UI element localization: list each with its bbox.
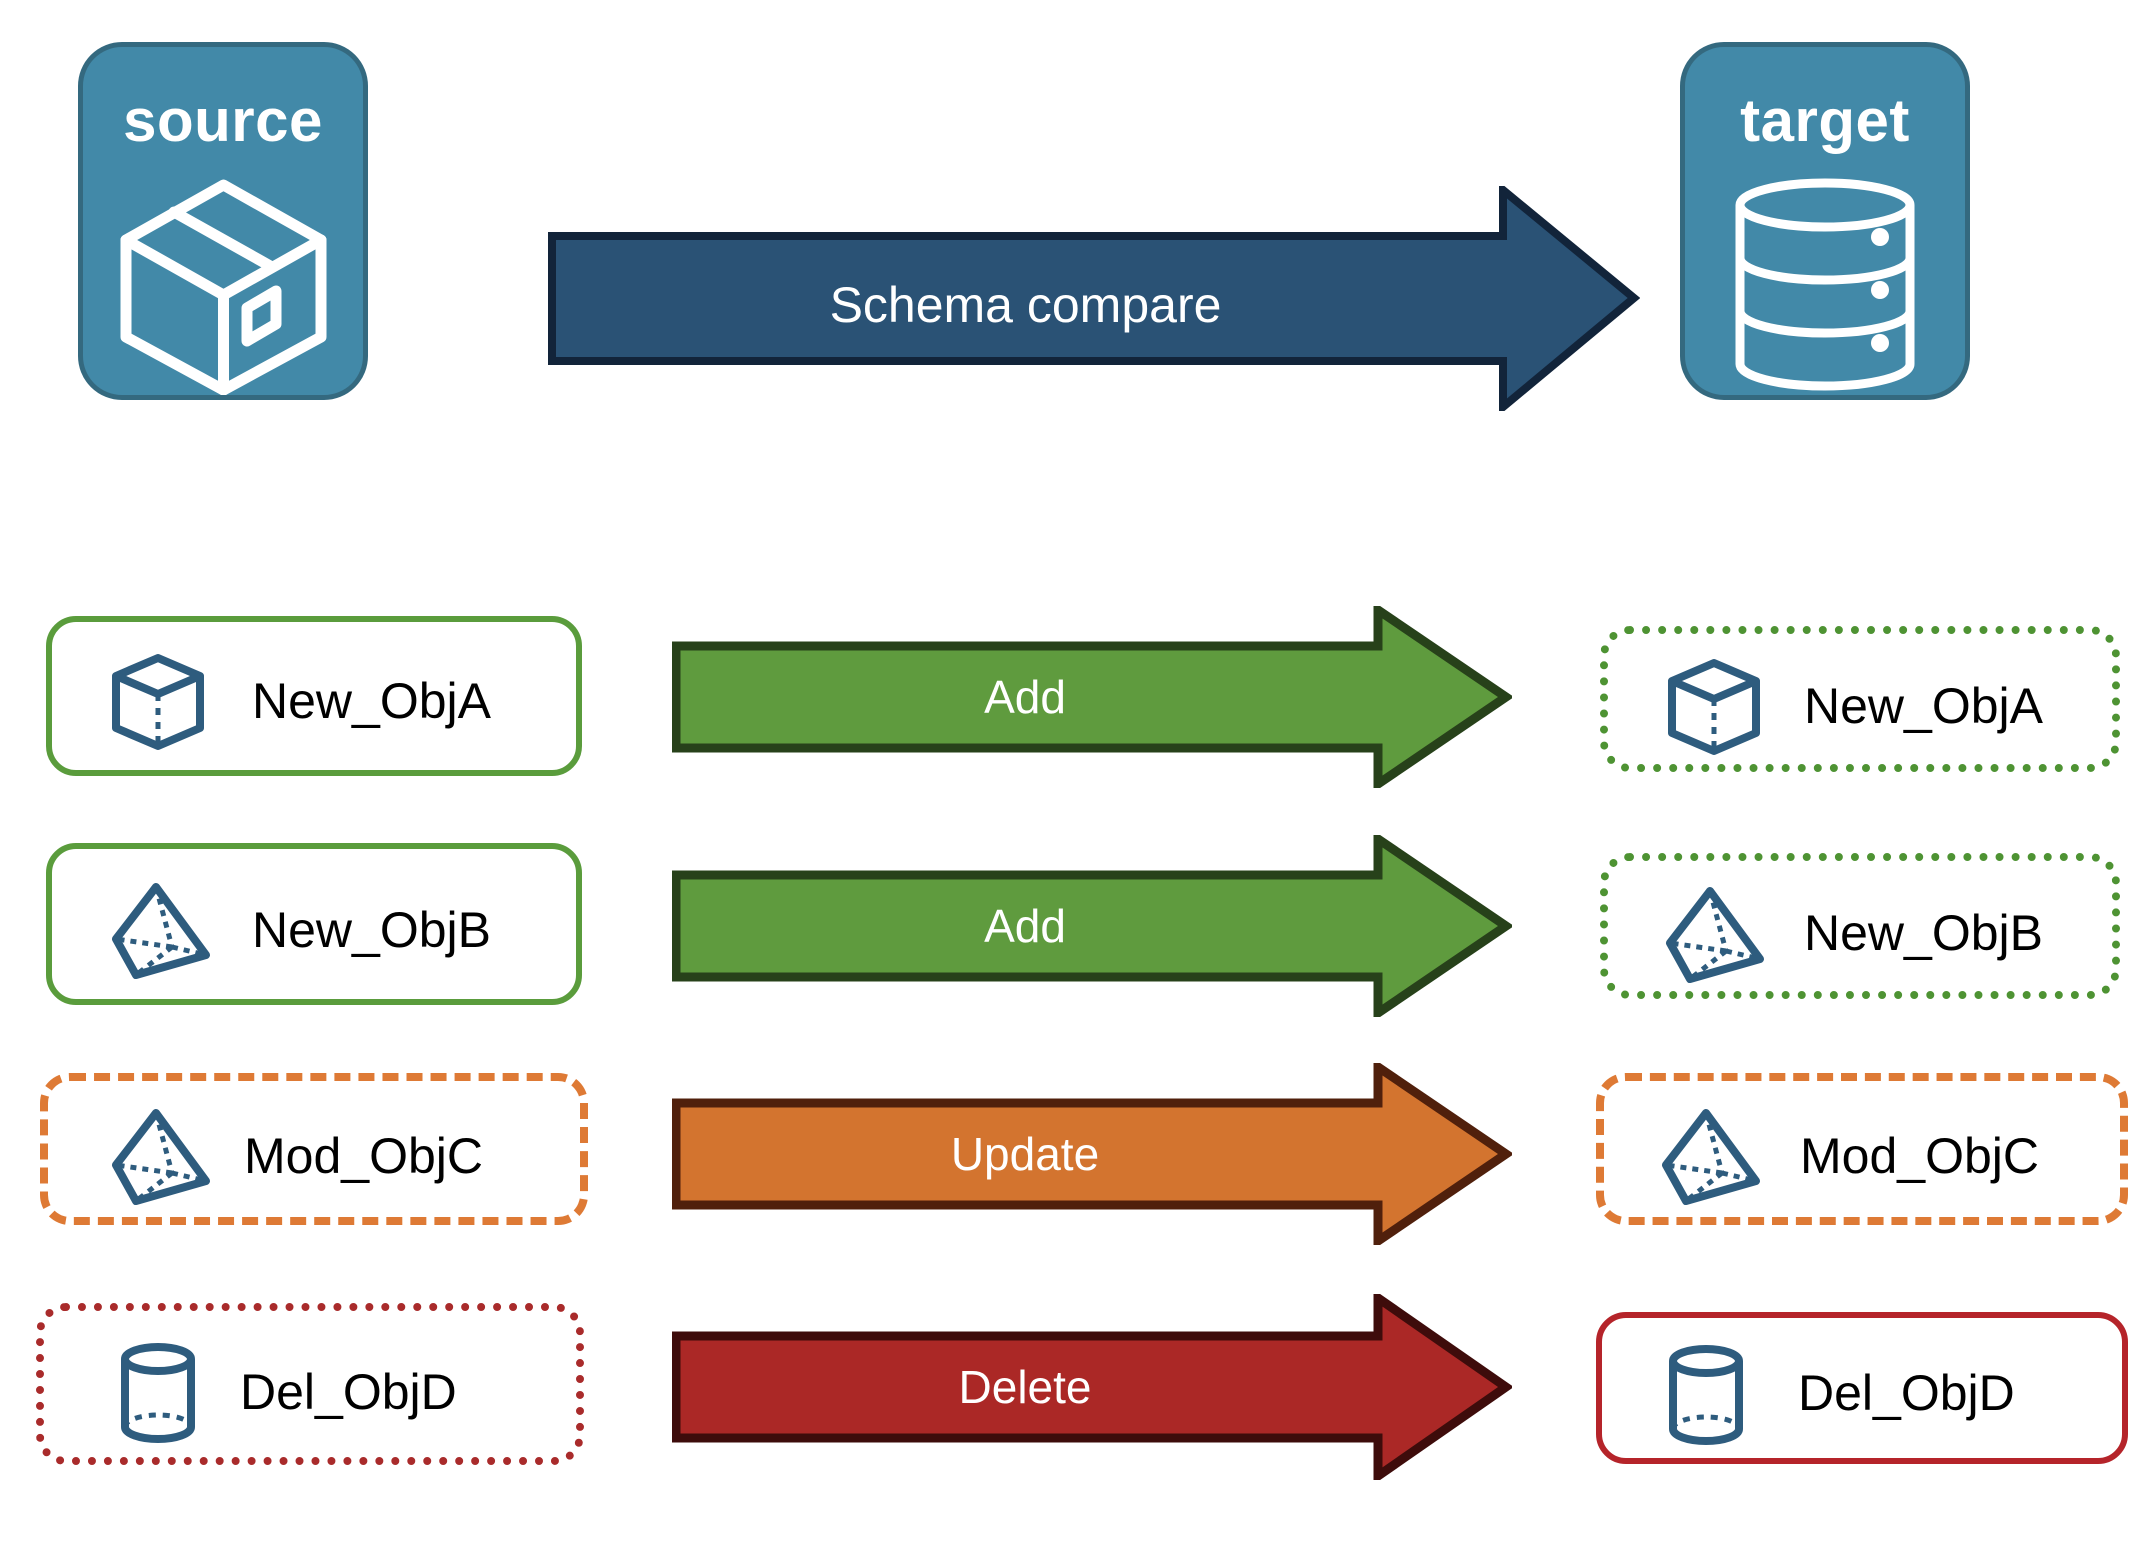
target-object-label-2: Mod_ObjC	[1800, 1128, 2039, 1184]
wireframe-cube-icon	[1664, 657, 1764, 757]
target-endpoint-card[interactable]: target	[1680, 42, 1970, 400]
schema-compare-arrow-label: Schema compare	[829, 277, 1222, 333]
wireframe-pyramid-icon	[110, 881, 214, 981]
source-object-label-3: Del_ObjD	[240, 1364, 457, 1420]
action-arrow-label-0: Add	[984, 671, 1066, 723]
action-arrow-label-2: Update	[950, 1128, 1100, 1180]
wireframe-pyramid-icon	[110, 1107, 214, 1207]
schema-compare-arrow[interactable]: Schema compare	[548, 181, 1641, 416]
source-object-label-0: New_ObjA	[252, 673, 491, 729]
source-title: source	[123, 87, 323, 154]
wireframe-pyramid-icon	[1664, 885, 1768, 985]
package-box-icon	[116, 177, 331, 400]
source-object-label-2: Mod_ObjC	[244, 1128, 483, 1184]
action-arrow-1[interactable]: Add	[671, 830, 1515, 1022]
source-object-card-0[interactable]: New_ObjA	[46, 616, 582, 776]
database-cylinder-icon	[1730, 177, 1920, 397]
target-object-card-2[interactable]: Mod_ObjC	[1596, 1073, 2128, 1225]
action-arrow-3[interactable]: Delete	[671, 1289, 1514, 1485]
wireframe-cylinder-icon	[1660, 1343, 1752, 1447]
target-object-label-0: New_ObjA	[1804, 678, 2043, 734]
target-object-card-1[interactable]: New_ObjB	[1600, 853, 2120, 999]
source-object-label-1: New_ObjB	[252, 902, 491, 958]
wireframe-cylinder-icon	[112, 1341, 204, 1445]
action-arrow-0[interactable]: Add	[671, 601, 1515, 793]
wireframe-pyramid-icon	[1660, 1107, 1764, 1207]
source-object-card-3[interactable]: Del_ObjD	[36, 1303, 584, 1465]
target-object-card-3[interactable]: Del_ObjD	[1596, 1312, 2128, 1464]
action-arrow-2[interactable]: Update	[671, 1058, 1515, 1250]
target-title: target	[1740, 87, 1910, 154]
source-object-card-1[interactable]: New_ObjB	[46, 843, 582, 1005]
target-object-label-1: New_ObjB	[1804, 905, 2043, 961]
target-object-label-3: Del_ObjD	[1798, 1365, 2015, 1421]
source-object-card-2[interactable]: Mod_ObjC	[40, 1073, 588, 1225]
target-object-card-0[interactable]: New_ObjA	[1600, 626, 2120, 772]
action-arrow-label-3: Delete	[958, 1361, 1092, 1413]
source-endpoint-card[interactable]: source	[78, 42, 368, 400]
action-arrow-label-1: Add	[984, 900, 1066, 952]
wireframe-cube-icon	[108, 652, 208, 752]
